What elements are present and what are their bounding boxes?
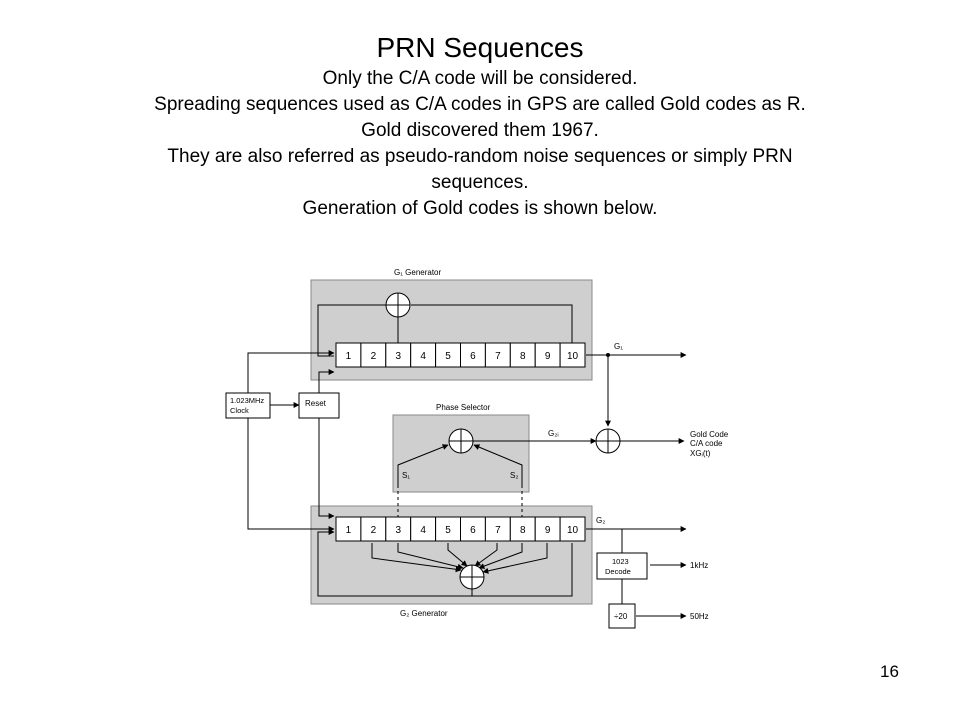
g2-register-cell-label: 8 xyxy=(520,525,526,536)
slide-body: Only the C/A code will be considered. Sp… xyxy=(40,66,920,222)
g1-register-cell xyxy=(460,342,486,368)
g1-register-cell-label: 9 xyxy=(545,351,551,362)
reset-label: Reset xyxy=(305,399,327,408)
g1-output-label: G₁ xyxy=(614,342,623,351)
decode-label-line1: 1023 xyxy=(612,557,629,566)
slide-title: PRN Sequences xyxy=(376,32,584,63)
divider-label: ÷20 xyxy=(614,612,628,621)
g1-register-cell-label: 1 xyxy=(346,351,352,362)
g1-register-cell-label: 8 xyxy=(520,351,526,362)
s1-label: S₁ xyxy=(402,471,410,480)
g1-register-cell-label: 4 xyxy=(420,351,426,362)
g2-register-cell xyxy=(385,516,412,542)
g2-register-cell-label: 3 xyxy=(395,525,401,536)
g2i-label: G₂ᵢ xyxy=(548,429,559,438)
g1-register-cell-label: 6 xyxy=(470,351,476,362)
clock-label-line1: 1.023MHz xyxy=(230,396,264,405)
g2-register-cell xyxy=(335,516,362,542)
g1-register-cell xyxy=(509,342,536,368)
decode-box xyxy=(596,552,648,580)
g2-output xyxy=(586,526,687,619)
body-line: Only the C/A code will be considered. xyxy=(322,68,638,89)
g2-register-cell-label: 7 xyxy=(495,525,501,536)
g1-register-cell xyxy=(484,342,511,368)
g2-register-cell-label: 9 xyxy=(545,525,551,536)
body-line: Spreading sequences used as C/A codes in… xyxy=(154,94,806,115)
phase-selector-inputs xyxy=(397,438,597,485)
g2-register-cell xyxy=(484,516,511,542)
body-line: Generation of Gold codes is shown below. xyxy=(302,198,658,219)
g2-register-cell-label: 1 xyxy=(346,525,352,536)
g2-register-cell xyxy=(410,516,437,542)
clock-wiring xyxy=(247,350,335,532)
g2-register-cell-label: 2 xyxy=(371,525,377,536)
g1-register-cell xyxy=(335,342,362,368)
g1-register-cell xyxy=(385,342,412,368)
page-number: 16 xyxy=(880,662,899,681)
g2-register-cell-label: 4 xyxy=(420,525,426,536)
out-1khz-label: 1kHz xyxy=(690,561,708,570)
g2-feedback xyxy=(317,529,573,597)
g1-register-cell xyxy=(360,342,387,368)
out-50hz-label: 50Hz xyxy=(690,612,709,621)
g2-output-label: G₂ xyxy=(596,516,605,525)
phase-selector-taps xyxy=(397,485,523,517)
s2-label: S₂ xyxy=(510,471,518,480)
g2-register-cell-label: 5 xyxy=(445,525,451,536)
g1-register: 1 2 3 4 5 6 7 8 9 10 xyxy=(335,342,586,368)
g2-register-cell xyxy=(534,516,561,542)
gold-code-line1: Gold Code xyxy=(690,430,729,439)
gold-code-line3: XGᵢ(t) xyxy=(690,449,711,458)
g1-register-cell xyxy=(410,342,437,368)
g2-register-cell-label: 10 xyxy=(567,525,579,536)
g1-register-cell-label: 5 xyxy=(445,351,451,362)
g2-register-cell xyxy=(435,516,462,542)
clock-label-line2: Clock xyxy=(230,406,249,415)
g1-output xyxy=(586,352,687,427)
clock-box xyxy=(225,392,271,419)
body-line: sequences. xyxy=(431,172,529,193)
g2-register-cell xyxy=(460,516,486,542)
g1-register-cell-label: 3 xyxy=(395,351,401,362)
g1-register-cell-label: 10 xyxy=(567,351,579,362)
g1-register-cell-label: 7 xyxy=(495,351,501,362)
divider-box xyxy=(608,603,636,629)
gold-code-line2: C/A code xyxy=(690,439,723,448)
g1-register-cell xyxy=(559,342,586,368)
g2-register-cell xyxy=(559,516,586,542)
decode-label-line2: Decode xyxy=(605,567,631,576)
g1-register-cell-label: 2 xyxy=(371,351,377,362)
g1-feedback xyxy=(317,304,573,357)
g2-register-cell-label: 6 xyxy=(470,525,476,536)
phase-selector-label: Phase Selector xyxy=(436,403,491,412)
g1-generator-label: G₁ Generator xyxy=(394,268,442,277)
body-line: Gold discovered them 1967. xyxy=(361,120,599,141)
body-line: They are also referred as pseudo-random … xyxy=(167,146,793,167)
g2-register: 1 2 3 4 5 6 7 8 9 10 xyxy=(335,516,586,542)
g2-generator-label: G₂ Generator xyxy=(400,609,448,618)
